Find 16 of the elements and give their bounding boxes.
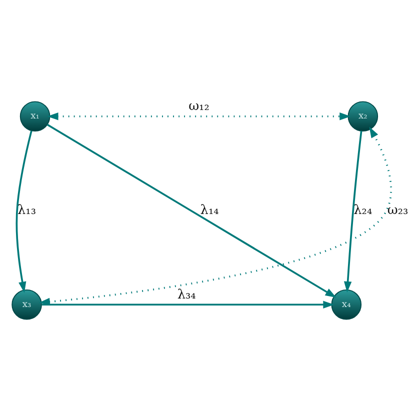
node-circle: x₃ [12, 288, 42, 320]
node-circle: x₂ [348, 100, 378, 132]
edge-label: ω₁₂ [188, 98, 210, 114]
node-circle: x₁ [20, 100, 50, 132]
arrow [47, 112, 351, 120]
node-circle: x₄ [331, 288, 362, 320]
arrow [46, 123, 336, 298]
arrow [16, 130, 32, 292]
edge-label: λ₃₄ [177, 286, 196, 302]
arrow [38, 126, 392, 306]
edge-label: ω₂₃ [387, 202, 408, 218]
edge-label: λ₂₄ [354, 202, 372, 218]
arrow [42, 300, 334, 308]
edge-label: λ₁₄ [200, 202, 219, 218]
arrow [344, 130, 362, 292]
edge-label: λ₁₃ [18, 202, 36, 218]
